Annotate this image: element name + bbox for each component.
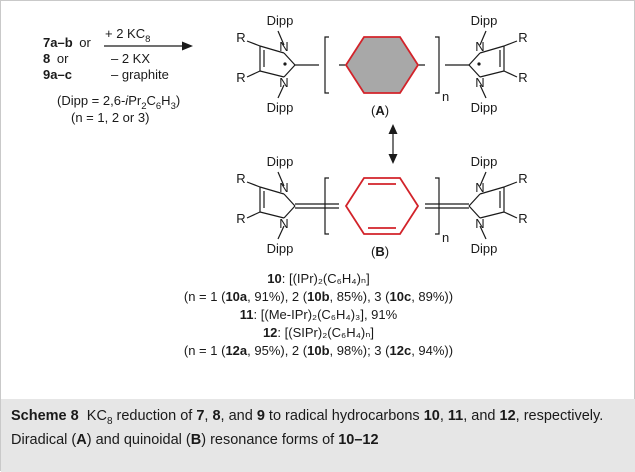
n-definition: (n = 1, 2 or 3) [71,110,149,125]
dipp-a3: Dipp [471,13,498,28]
product-11-formula: 11: [(Me-IPr)₂(C₆H₄)₃], 91% [239,307,398,322]
byproduct-graphite: – graphite [111,67,169,82]
n-subscript-a: n [442,89,449,104]
product-12-formula: 12: [(SIPr)₂(C₆H₄)ₙ] [262,325,375,340]
atom-n-b3: N [475,180,484,195]
r-group-b3: R [518,171,527,186]
scheme-artwork: 7a–b or 8 or 9a–c + 2 KC8 – 2 KX – graph… [43,13,528,259]
dipp-definition: (Dipp = 2,6-iPr2C6H3) [57,93,180,112]
reactant-line-1: 7a–b or [43,35,91,50]
r-group-b2: R [236,211,245,226]
atom-n-a4: N [475,75,484,90]
atom-n-a3: N [475,39,484,54]
radical-dot-right [477,62,481,66]
r-group-a3: R [518,30,527,45]
reaction-arrowhead [182,41,193,51]
resonance-arrowhead-up [388,124,398,134]
dipp-b3: Dipp [471,154,498,169]
product-notes: 10: [(IPr)₂(C₆H₄)ₙ] (n = 1 (10a, 91%), 2… [1,270,635,360]
byproduct-kx: – 2 KX [111,51,150,66]
dipp-a4: Dipp [471,100,498,115]
dipp-a2: Dipp [267,100,294,115]
dipp-b2: Dipp [267,241,294,256]
n-subscript-b: n [442,230,449,245]
structure-b [246,171,518,240]
r-group-a2: R [236,70,245,85]
dipp-a1: Dipp [267,13,294,28]
dipp-b4: Dipp [471,241,498,256]
product-10-formula: 10: [(IPr)₂(C₆H₄)ₙ] [267,271,370,286]
label-a: (A) [371,103,389,118]
r-group-b4: R [518,211,527,226]
product-12-yields: (n = 1 (12a, 95%), 2 (10b, 98%); 3 (12c,… [183,343,454,358]
atom-n-a1: N [279,39,288,54]
r-group-a1: R [236,30,245,45]
r-group-a4: R [518,70,527,85]
atom-n-a2: N [279,75,288,90]
r-group-b1: R [236,171,245,186]
dipp-b1: Dipp [267,154,294,169]
product-10-yields: (n = 1 (10a, 91%), 2 (10b, 85%), 3 (10c,… [183,289,454,304]
resonance-arrowhead-down [388,154,398,164]
reagent-above-arrow: + 2 KC8 [105,26,150,45]
reactant-line-2: 8 or [43,51,69,66]
radical-dot-left [283,62,287,66]
quinoid-ring-b [344,177,420,235]
atom-n-b2: N [279,216,288,231]
atom-n-b4: N [475,216,484,231]
label-b: (B) [371,244,389,259]
caption-label: Scheme 8 [11,408,79,424]
reactant-line-3: 9a–c [43,67,72,82]
scheme-caption: Scheme 8 KC8 reduction of 7, 8, and 9 to… [1,399,635,472]
benzene-ring-a [344,36,420,94]
atom-n-b1: N [279,180,288,195]
